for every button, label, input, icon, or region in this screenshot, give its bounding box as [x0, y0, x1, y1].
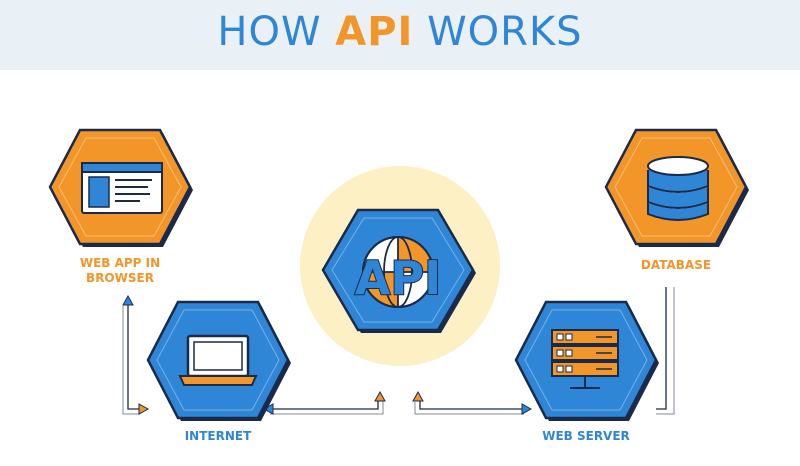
connector-webapp-internet — [127, 302, 140, 410]
arrowhead-up-api-right — [412, 390, 424, 402]
title-accent: API — [335, 9, 414, 55]
database-cylinder-icon — [647, 156, 709, 221]
database-node — [604, 128, 749, 247]
api-node: API — [321, 208, 476, 333]
webapp-label-line1: WEB APP IN — [79, 256, 161, 270]
connectors — [127, 287, 667, 410]
arrowhead-up-api-left — [374, 390, 386, 402]
api-badge-text: API — [355, 251, 441, 305]
title-suffix: WORKS — [413, 9, 583, 55]
internet-label: INTERNET — [184, 429, 252, 443]
webapp-label: WEB APP IN BROWSER — [60, 256, 180, 286]
webserver-label: WEB SERVER — [542, 429, 630, 443]
webapp-node — [48, 128, 193, 247]
webserver-node — [514, 300, 659, 421]
globe-icon — [362, 236, 434, 308]
connector-api-webserver — [419, 398, 524, 410]
connector-internet-api — [270, 400, 379, 410]
arrowhead-right-webserver — [521, 403, 533, 415]
connector-database-webserver — [656, 287, 667, 410]
connector-shadows — [122, 287, 675, 415]
server-rack-icon — [551, 329, 619, 389]
title-prefix: HOW — [217, 9, 336, 55]
page-title: HOW API WORKS — [0, 0, 800, 70]
arrowhead-right-internet — [138, 403, 150, 415]
header-band — [0, 0, 800, 70]
arrowhead-up-webapp — [122, 294, 134, 306]
internet-node — [146, 300, 291, 421]
laptop-icon — [178, 334, 258, 386]
browser-window-icon — [81, 162, 163, 214]
database-label: DATABASE — [640, 258, 712, 272]
webapp-label-line2: BROWSER — [86, 271, 154, 285]
